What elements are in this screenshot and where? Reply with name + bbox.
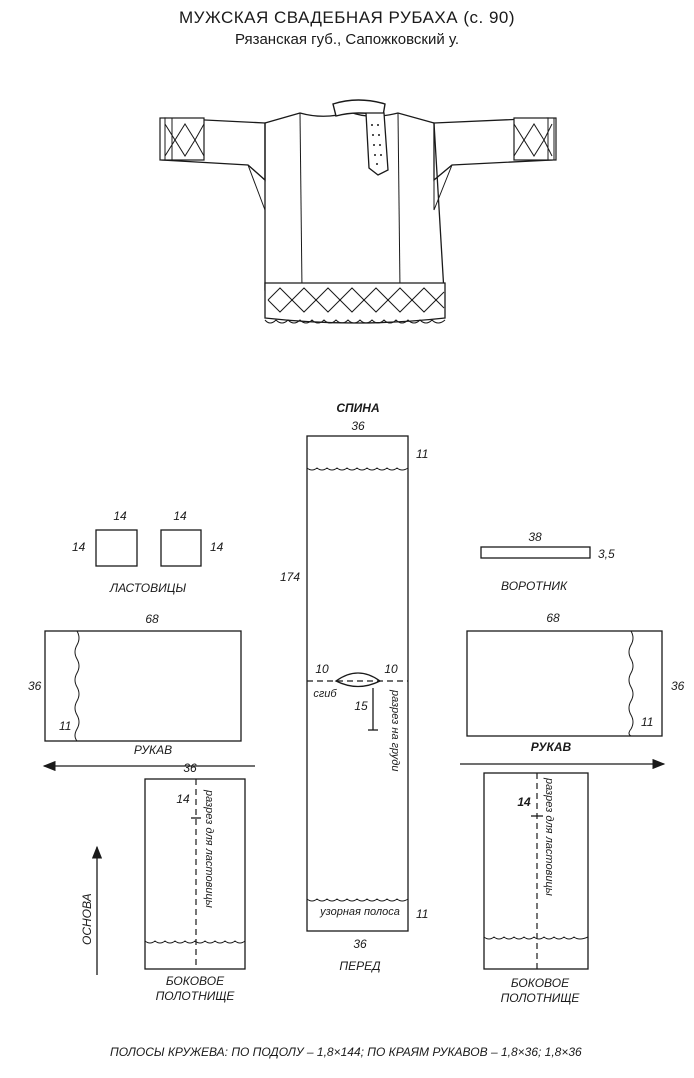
page-subtitle: Рязанская губ., Сапожковский у. [234, 31, 460, 48]
side-left-slit-length: 14 [176, 792, 190, 806]
fold-right-value: 10 [384, 662, 398, 676]
collar-piece: 38 3,5 ВОРОТНИК [480, 530, 615, 593]
sleeve-left-height: 36 [28, 679, 42, 693]
sleeve-right-height: 36 [671, 679, 685, 693]
collar-strip [480, 546, 591, 559]
gusset-2-width: 14 [173, 509, 187, 523]
front-bottom-lace [306, 898, 409, 902]
shirt-body [264, 111, 445, 297]
side-right-slit-length: 14 [517, 795, 531, 809]
shirt-placket-dots [371, 124, 382, 165]
sleeve-right: 68 36 11 РУКАВ [460, 611, 685, 770]
back-label: СПИНА [336, 401, 379, 415]
side-left-lace [144, 940, 246, 944]
chest-slit-length: 15 [354, 699, 368, 713]
side-right-label-2: ПОЛОТНИЩЕ [501, 991, 581, 1005]
sleeve-left-lace [74, 630, 80, 742]
side-panel-right: 14 разрез для ластовицы БОКОВОЕ ПОЛОТНИЩ… [483, 772, 589, 1005]
sleeve-left-label: РУКАВ [134, 743, 172, 757]
gusset-1-height: 14 [72, 540, 86, 554]
sleeve-right-length: 68 [546, 611, 560, 625]
sleeve-right-pattern: 11 [641, 715, 653, 729]
sleeve-right-label: РУКАВ [531, 740, 572, 754]
shirt-gusset-right [433, 164, 453, 211]
collar-length: 38 [528, 530, 542, 544]
back-width-top: 36 [351, 419, 365, 433]
sleeve-left-length: 68 [145, 612, 159, 626]
sleeve-right-lace [628, 630, 634, 737]
sleeve-left-outline [44, 630, 242, 742]
shirt-placket [365, 112, 389, 176]
gusset-2 [160, 529, 202, 567]
front-label: ПЕРЕД [339, 959, 381, 973]
side-right-slit-label: разрез для ластовицы [543, 777, 555, 896]
shirt-hem-ornament [264, 282, 446, 324]
sleeve-left-pattern: 11 [59, 719, 71, 733]
warp-label: ОСНОВА [80, 893, 94, 945]
gusset-1-width: 14 [113, 509, 127, 523]
front-bottom-pattern: 11 [416, 907, 428, 921]
back-panel-outline [306, 435, 409, 932]
side-panel-left: 36 14 разрез для ластовицы БОКОВОЕ ПОЛОТ… [144, 761, 246, 1003]
chest-slit-label: разрез на груди [389, 689, 401, 772]
shirt-left-cuff [159, 117, 205, 161]
sleeve-left: 68 36 11 РУКАВ [28, 612, 255, 772]
pattern-band-label-1: узорная полоса [319, 906, 400, 918]
gussets-label: ЛАСТОВИЦЫ [109, 581, 187, 595]
sleeve-right-outline [466, 630, 663, 737]
side-right-label-1: БОКОВОЕ [511, 976, 570, 990]
gussets: 14 14 14 14 ЛАСТОВИЦЫ [72, 509, 224, 595]
shirt-illustration [159, 99, 557, 324]
collar-label: ВОРОТНИК [501, 579, 568, 593]
gusset-1 [95, 529, 138, 567]
side-left-slit-label: разрез для ластовицы [203, 789, 215, 908]
back-top-lace [306, 467, 409, 471]
collar-height: 3,5 [598, 547, 615, 561]
side-right-outline [483, 772, 589, 970]
side-left-outline [144, 778, 246, 970]
neck-opening [334, 672, 382, 688]
fold-label: сгиб [313, 688, 337, 700]
back-front-panel: СПИНА 36 11 174 10 10 сгиб 15 разрез на … [280, 401, 428, 973]
gusset-2-height: 14 [210, 540, 224, 554]
shirt-right-cuff [513, 117, 557, 161]
side-left-label-2: ПОЛОТНИЩЕ [156, 989, 236, 1003]
page-title: МУЖСКАЯ СВАДЕБНАЯ РУБАХА (с. 90) [178, 8, 516, 27]
side-left-label-1: БОКОВОЕ [166, 974, 225, 988]
side-left-width: 36 [183, 761, 197, 775]
shirt-gusset-left [247, 164, 266, 211]
front-width-bottom: 36 [353, 937, 367, 951]
side-right-lace [483, 936, 589, 940]
fold-left-value: 10 [315, 662, 329, 676]
back-length: 174 [280, 570, 300, 584]
lace-note: ПОЛОСЫ КРУЖЕВА: ПО ПОДОЛУ – 1,8×144; ПО … [110, 1045, 582, 1059]
warp-direction: ОСНОВА [80, 845, 103, 975]
back-top-pattern: 11 [416, 447, 428, 461]
